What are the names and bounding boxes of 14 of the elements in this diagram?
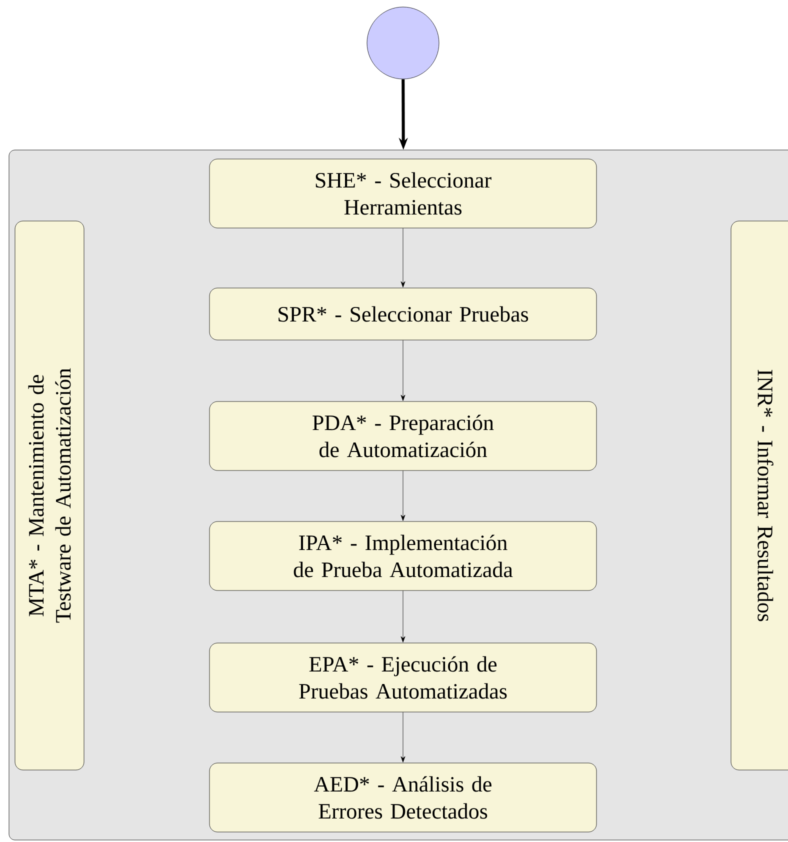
arrow <box>400 470 406 521</box>
process-box: IPA* - Implementación de Prueba Automatizada <box>209 521 597 591</box>
arrow <box>400 590 406 642</box>
process-box: SHE* - Seleccionar Herramientas <box>209 158 597 228</box>
arrow <box>400 228 406 288</box>
arrow <box>400 340 406 401</box>
process-box: PDA* - Preparación de Automatización <box>209 401 597 471</box>
start-circle <box>366 6 440 80</box>
process-box: MTA* - Mantenimiento de Testware de Automatización <box>14 220 84 770</box>
process-box: INR* - Informar Resultados <box>730 220 788 770</box>
process-box: SPR* - Seleccionar Pruebas <box>209 288 597 340</box>
process-box: AED* - Análisis de Errores Detectados <box>209 762 597 832</box>
process-box: EPA* - Ejecución de Pruebas Automatizadas <box>209 642 597 712</box>
arrow <box>400 712 406 762</box>
